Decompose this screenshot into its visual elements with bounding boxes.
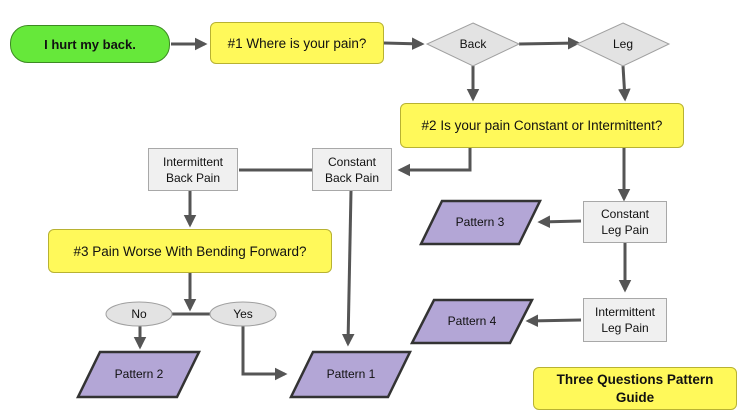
question-3-label: #3 Pain Worse With Bending Forward? xyxy=(73,243,307,259)
pattern4-shape xyxy=(409,298,535,345)
connector-q2-to-constant-back xyxy=(397,148,472,177)
guide-title-line1: Three Questions Pattern xyxy=(556,371,714,387)
intermittent-leg-pain-node: Intermittent Leg Pain xyxy=(583,298,667,342)
connector-intermittent-leg-to-pattern4 xyxy=(525,314,582,328)
constant-leg-pain-node: Constant Leg Pain xyxy=(583,201,667,243)
intermittent-leg-pain-line2: Leg Pain xyxy=(601,321,649,335)
question-1: #1 Where is your pain? xyxy=(210,22,384,64)
constant-back-pain-node: Constant Back Pain xyxy=(312,148,392,191)
decision-back xyxy=(425,22,521,67)
decision-leg xyxy=(575,22,671,67)
constant-back-pain-line1: Constant xyxy=(327,154,377,169)
connector-constant-leg-to-pattern3 xyxy=(537,215,582,229)
question-3: #3 Pain Worse With Bending Forward? xyxy=(48,229,332,273)
start-label: I hurt my back. xyxy=(44,36,136,52)
guide-title-line2: Guide xyxy=(615,389,655,405)
question-2: #2 Is your pain Constant or Intermittent… xyxy=(400,103,684,148)
constant-leg-pain-line1: Constant xyxy=(600,207,650,221)
start-node: I hurt my back. xyxy=(10,25,170,63)
connector-back-to-leg xyxy=(518,36,581,50)
pattern1-shape xyxy=(288,350,413,399)
question-2-label: #2 Is your pain Constant or Intermittent… xyxy=(421,118,663,133)
intermittent-back-pain-node: Intermittent Back Pain xyxy=(148,148,238,191)
guide-title-box: Three Questions Pattern Guide xyxy=(533,367,737,410)
decision-no xyxy=(105,301,173,327)
connector-constant-back-to-pattern1 xyxy=(341,190,355,347)
connector-q1-to-back xyxy=(383,37,425,51)
constant-leg-pain-line2: Leg Pain xyxy=(601,223,649,237)
constant-back-pain-line2: Back Pain xyxy=(324,170,380,185)
pattern3-shape xyxy=(418,199,543,246)
question-1-label: #1 Where is your pain? xyxy=(227,35,367,51)
connector-yes-to-pattern1 xyxy=(241,326,288,381)
connector-leg-to-q2 xyxy=(618,65,631,102)
intermittent-back-pain-line2: Back Pain xyxy=(165,170,221,185)
intermittent-back-pain-line1: Intermittent xyxy=(162,154,224,169)
pattern2-shape xyxy=(75,350,202,399)
intermittent-leg-pain-line1: Intermittent xyxy=(594,305,656,319)
decision-yes xyxy=(209,301,277,327)
